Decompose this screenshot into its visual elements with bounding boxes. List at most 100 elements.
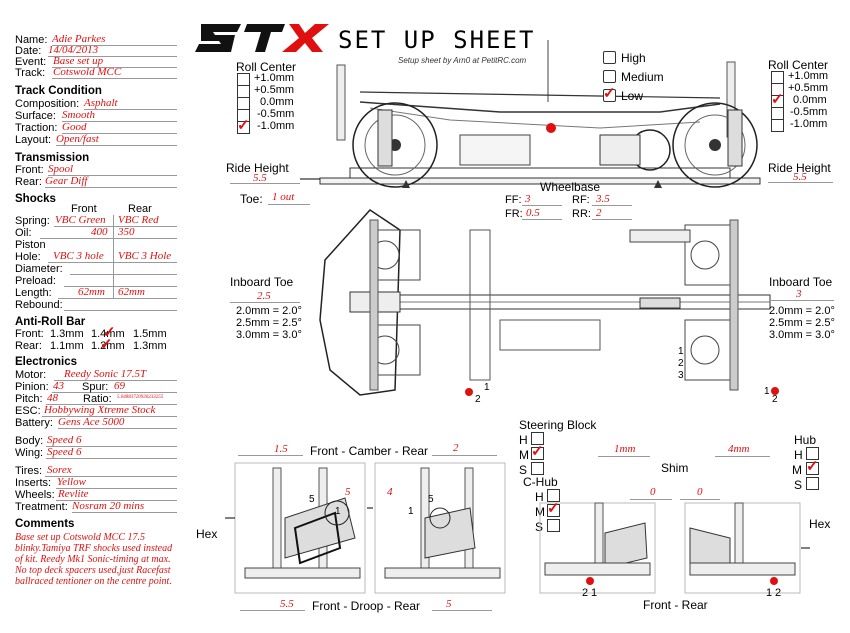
arb-rear-opt-1[interactable]: 1.1mm xyxy=(50,340,84,352)
hole-rear-value[interactable]: VBC 3 Hole xyxy=(118,250,172,262)
rear-diff-value[interactable]: Gear Diff xyxy=(45,175,88,187)
wheels-value[interactable]: Revlite xyxy=(58,488,89,500)
ratio-value[interactable]: 5.04883720930233255 xyxy=(117,395,164,400)
ch-check-icon: ✓ xyxy=(547,500,560,517)
oil-front-value[interactable]: 400 xyxy=(91,226,108,238)
surface-value[interactable]: Smooth xyxy=(62,109,95,121)
inboard-toe-front-legend-1: 2.0mm = 2.0° xyxy=(236,305,302,317)
camber-front-value[interactable]: 1.5 xyxy=(274,443,288,455)
inserts-value[interactable]: Yellow xyxy=(57,476,86,488)
rc-front-box-5[interactable] xyxy=(237,121,250,134)
motor-low-box[interactable] xyxy=(603,89,616,102)
ride-height-front-value[interactable]: 5.5 xyxy=(253,172,267,184)
length-rear-value[interactable]: 62mm xyxy=(118,286,145,298)
esc-label: ESC: xyxy=(15,405,41,417)
spur-value[interactable]: 69 xyxy=(114,380,125,392)
inboard-toe-front-label: Inboard Toe xyxy=(230,275,294,289)
treatment-value[interactable]: Nosram 20 mins xyxy=(72,500,145,512)
rebound-label: Rebound: xyxy=(15,299,63,311)
shim-left-value[interactable]: 1mm xyxy=(614,443,636,455)
toe-label: Toe: xyxy=(240,192,263,206)
shim-label: Shim xyxy=(661,461,689,475)
layout-value[interactable]: Open/fast xyxy=(56,133,99,145)
rc-rear-opt-3: 0.0mm xyxy=(793,94,827,106)
body-value[interactable]: Speed 6 xyxy=(47,434,82,446)
battery-value[interactable]: Gens Ace 5000 xyxy=(58,416,125,428)
spring-front-value[interactable]: VBC Green xyxy=(55,214,106,226)
wb-rf-value[interactable]: 3.5 xyxy=(596,193,610,205)
motor-value[interactable]: Reedy Sonic 17.5T xyxy=(64,368,147,380)
ch-box-h[interactable] xyxy=(547,489,560,502)
motor-high-box[interactable] xyxy=(603,51,616,64)
tires-value[interactable]: Sorex xyxy=(47,464,72,476)
wb-ff-value[interactable]: 3 xyxy=(525,193,531,205)
sb-box-s[interactable] xyxy=(531,462,544,475)
track-value[interactable]: Cotswold MCC xyxy=(53,66,122,78)
front-diff-value[interactable]: Spool xyxy=(48,163,74,175)
arb-front-opt-2[interactable]: 1.4mm xyxy=(91,328,125,340)
traction-value[interactable]: Good xyxy=(62,121,87,133)
comments-text[interactable]: Base set up Cotswold MCC 17.5 blinky.Tam… xyxy=(15,532,173,587)
sb-box-h[interactable] xyxy=(531,432,544,445)
inboard-toe-rear-value[interactable]: 3 xyxy=(796,288,802,300)
wb-fr-value[interactable]: 0.5 xyxy=(526,207,540,219)
shim-c-right-value[interactable]: 0 xyxy=(697,486,703,498)
camber-link-front-value[interactable]: 5 xyxy=(345,486,351,498)
length-front-value[interactable]: 62mm xyxy=(78,286,105,298)
camber-rear-value[interactable]: 2 xyxy=(453,442,459,454)
spring-rear-value[interactable]: VBC Red xyxy=(118,214,159,226)
rc-front-check-icon: ✓ xyxy=(237,117,250,134)
hole-front-value[interactable]: VBC 3 hole xyxy=(53,250,104,262)
droop-front-value[interactable]: 5.5 xyxy=(280,598,294,610)
camber-label: Front - Camber - Rear xyxy=(310,444,429,458)
inboard-toe-rear-legend-3: 3.0mm = 3.0° xyxy=(769,329,835,341)
rear-mark-1: 1 xyxy=(678,346,684,357)
ch-box-m[interactable] xyxy=(547,504,560,517)
hub-box-m[interactable] xyxy=(806,462,819,475)
wing-label: Wing: xyxy=(15,447,44,459)
sb-box-m[interactable] xyxy=(531,447,544,460)
arb-front-opt-1[interactable]: 1.3mm xyxy=(50,328,84,340)
steering-block-title: Steering Block xyxy=(519,418,597,432)
event-value[interactable]: Base set up xyxy=(53,55,104,67)
oil-label: Oil: xyxy=(15,227,32,239)
droop-rear-value[interactable]: 5 xyxy=(446,598,452,610)
motor-medium-box[interactable] xyxy=(603,70,616,83)
esc-value[interactable]: Hobbywing Xtreme Stock xyxy=(44,404,156,416)
oil-rear-value[interactable]: 350 xyxy=(118,226,135,238)
wing-value[interactable]: Speed 6 xyxy=(47,446,82,458)
wb-fr-label: FR: xyxy=(505,208,523,220)
toe-value[interactable]: 1 out xyxy=(272,191,295,203)
ride-height-rear-value[interactable]: 5.5 xyxy=(793,171,807,183)
rc-rear-box-5[interactable] xyxy=(771,119,784,132)
motor-low-label: Low xyxy=(621,89,644,103)
rc-front-opt-2: +0.5mm xyxy=(254,84,295,96)
wb-rf-label: RF: xyxy=(572,194,590,206)
hub-box-s[interactable] xyxy=(806,477,819,490)
wb-rr-value[interactable]: 2 xyxy=(596,207,602,219)
pitch-value[interactable]: 48 xyxy=(47,392,58,404)
name-value[interactable]: Adie Parkes xyxy=(52,33,106,45)
hub-box-h[interactable] xyxy=(806,447,819,460)
tires-label: Tires: xyxy=(15,465,43,477)
camber-mark-1b: 1 xyxy=(408,506,414,517)
composition-value[interactable]: Asphalt xyxy=(84,97,118,109)
anti-roll-heading: Anti-Roll Bar xyxy=(15,316,86,328)
rear-mark-3: 3 xyxy=(678,370,684,381)
date-value[interactable]: 14/04/2013 xyxy=(48,44,99,56)
ch-box-s[interactable] xyxy=(547,519,560,532)
hub-left-mark-1: 1 xyxy=(591,587,598,599)
pinion-value[interactable]: 43 xyxy=(53,380,64,392)
arb-front-opt-3[interactable]: 1.5mm xyxy=(133,328,167,340)
arb-rear-opt-3[interactable]: 1.3mm xyxy=(133,340,167,352)
pitch-label: Pitch: xyxy=(15,393,43,405)
shim-right-value[interactable]: 4mm xyxy=(728,443,750,455)
front-toe-mark-1: 1 xyxy=(484,382,490,393)
inboard-toe-front-value[interactable]: 2.5 xyxy=(257,290,271,302)
camber-mark-1a: 1 xyxy=(335,506,341,517)
camber-link-rear-value[interactable]: 4 xyxy=(387,486,393,498)
arb-rear-opt-2[interactable]: 1.2mm xyxy=(91,340,125,352)
front-diff-label: Front: xyxy=(15,164,44,176)
hub-assembly-view xyxy=(539,502,810,594)
shim-c-left-value[interactable]: 0 xyxy=(650,486,656,498)
